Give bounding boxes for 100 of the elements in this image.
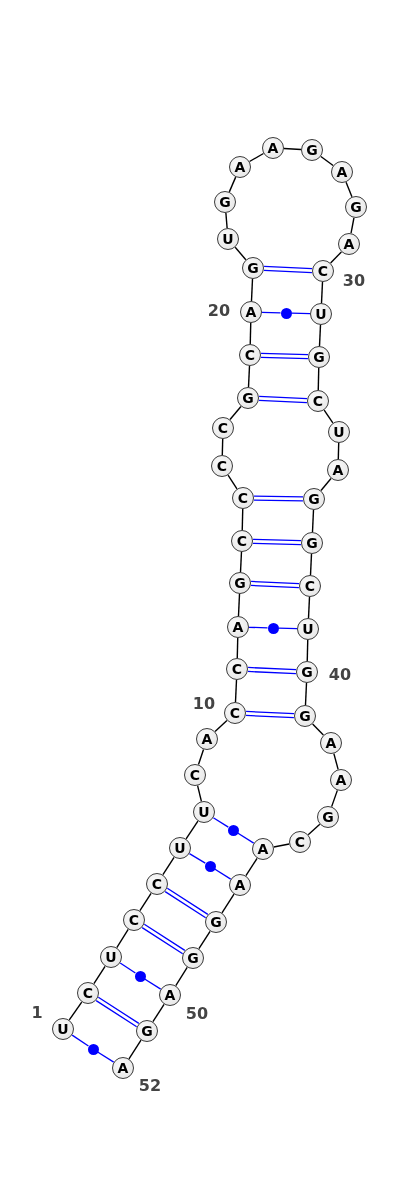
nucleotide-node: C	[299, 575, 321, 597]
position-number: 10	[192, 696, 216, 712]
backbone-line	[320, 155, 334, 167]
nucleotide-node: U	[328, 421, 350, 443]
backbone-line	[304, 682, 308, 706]
backbone-line	[249, 322, 252, 345]
base-pair-line	[290, 312, 311, 315]
nucleotide-node: G	[294, 705, 316, 727]
position-number: 30	[342, 273, 366, 289]
position-number: 50	[185, 1006, 209, 1022]
backbone-line	[162, 856, 175, 876]
backbone-line	[214, 719, 228, 733]
backbone-line	[93, 965, 106, 985]
backbone-line	[241, 508, 244, 531]
nucleotide-node: A	[196, 728, 218, 750]
backbone-line	[320, 477, 332, 492]
backbone-line	[237, 593, 241, 617]
backbone-line	[229, 405, 242, 421]
nucleotide-node: C	[123, 909, 145, 931]
backbone-line	[236, 637, 239, 659]
nucleotide-node: A	[229, 874, 251, 896]
base-pair-line	[237, 832, 255, 844]
base-pair-line	[141, 923, 186, 955]
nucleotide-node: A	[327, 459, 349, 481]
backbone-line	[273, 843, 290, 848]
backbone-line	[175, 966, 188, 987]
nucleotide-node: G	[242, 257, 264, 279]
nucleotide-node: G	[205, 911, 227, 933]
nucleotide-node: A	[252, 838, 274, 860]
backbone-line	[68, 1001, 83, 1021]
nucleotide-node: G	[303, 488, 325, 510]
nucleotide-node: A	[330, 769, 352, 791]
base-pair-line	[212, 817, 229, 828]
backbone-line	[283, 147, 302, 151]
backbone-line	[311, 509, 315, 533]
base-pair-line	[250, 580, 300, 589]
position-number: 1	[31, 1005, 43, 1021]
nucleotide-node: U	[193, 801, 215, 823]
base-pair-line	[277, 627, 298, 630]
nucleotide-node: U	[100, 946, 122, 968]
nucleotide-node: G	[296, 661, 318, 683]
nucleotide-node: G	[229, 572, 251, 594]
dot-icon	[280, 307, 292, 319]
nucleotide-node: C	[307, 390, 329, 412]
position-number: 20	[207, 303, 231, 319]
backbone-line	[228, 176, 237, 193]
nucleotide-node: C	[232, 487, 254, 509]
nucleotide-node: U	[169, 837, 191, 859]
nucleotide-node: C	[226, 658, 248, 680]
base-pair-line	[247, 666, 297, 675]
backbone-line	[309, 553, 313, 576]
backbone-line	[350, 217, 355, 234]
base-pair-line	[261, 311, 282, 314]
backbone-line	[152, 1003, 165, 1023]
base-pair-line	[248, 626, 269, 629]
backbone-line	[245, 857, 258, 877]
nucleotide-node: C	[312, 260, 334, 282]
backbone-line	[311, 723, 325, 736]
nucleotide-node: A	[227, 616, 249, 638]
base-pair-line	[253, 495, 304, 502]
nucleotide-node: G	[182, 947, 204, 969]
nucleotide-node: G	[301, 532, 323, 554]
base-pair-line	[119, 962, 137, 974]
backbone-line	[320, 281, 324, 304]
backbone-line	[139, 892, 152, 912]
dot-icon	[204, 860, 216, 872]
backbone-line	[250, 278, 254, 302]
backbone-line	[317, 367, 320, 391]
backbone-line	[239, 551, 243, 573]
base-pair-line	[214, 868, 232, 880]
nucleotide-node: C	[289, 831, 311, 853]
backbone-line	[221, 893, 235, 914]
backbone-line	[307, 823, 321, 836]
backbone-line	[247, 365, 251, 388]
base-pair-line	[260, 352, 309, 360]
backbone-line	[116, 928, 129, 949]
base-pair-line	[95, 996, 140, 1028]
backbone-line	[345, 181, 353, 198]
position-number: 52	[138, 1078, 162, 1094]
backbone-line	[128, 1039, 142, 1060]
nucleotide-node: C	[224, 702, 246, 724]
base-pair-line	[188, 853, 206, 864]
nucleotide-node: U	[217, 228, 239, 250]
position-number: 40	[328, 667, 352, 683]
backbone-line	[307, 596, 311, 619]
nucleotide-node: U	[52, 1018, 74, 1040]
backbone-line	[198, 930, 211, 950]
nucleotide-node: C	[77, 982, 99, 1004]
backbone-line	[330, 789, 339, 808]
nucleotide-node: G	[345, 196, 367, 218]
nucleotide-node: C	[211, 455, 233, 477]
dot-icon	[87, 1043, 99, 1055]
nucleotide-node: C	[212, 417, 234, 439]
nucleotide-node: G	[301, 139, 323, 161]
base-pair-line	[263, 265, 313, 274]
base-pair-line	[97, 1051, 115, 1063]
nucleotide-node: A	[112, 1057, 134, 1079]
base-pair-line	[144, 978, 162, 990]
backbone-line	[333, 752, 339, 771]
nucleotide-node: G	[214, 191, 236, 213]
